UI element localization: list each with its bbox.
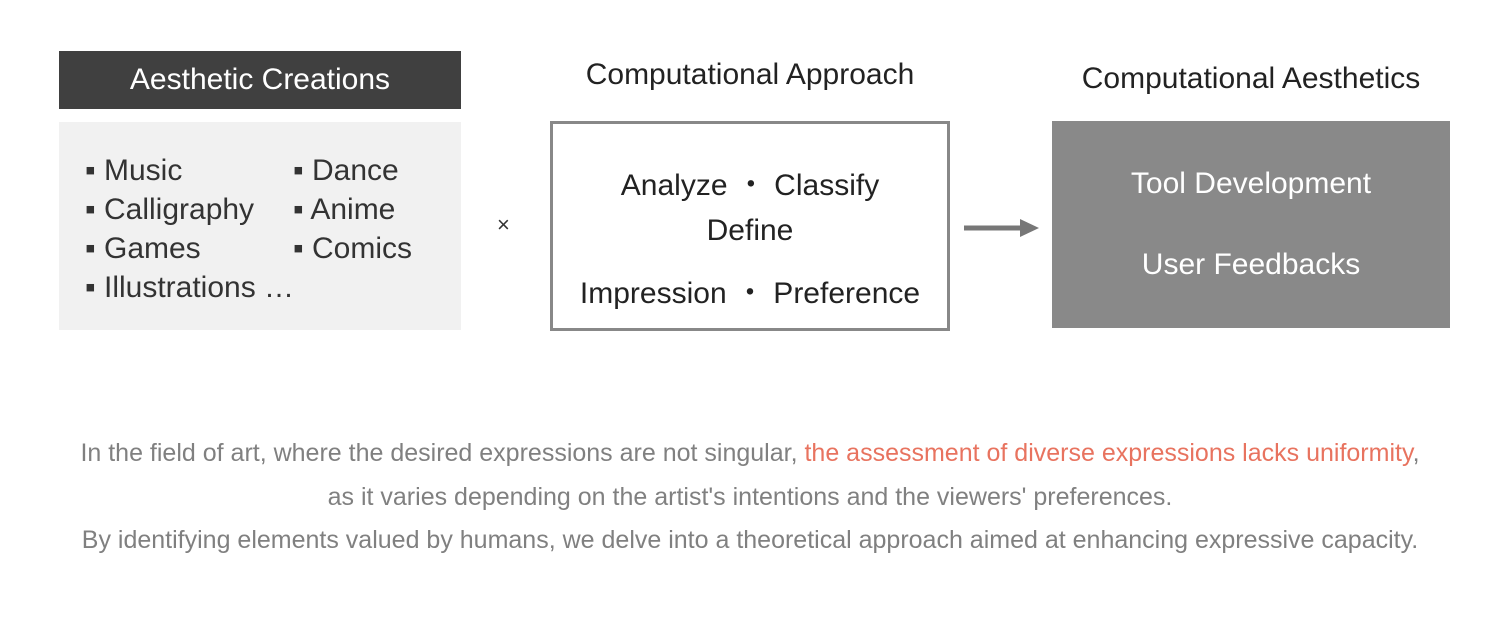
description-line-1: In the field of art, where the desired e… <box>0 432 1500 476</box>
approach-line: Impression ・ Preference <box>579 277 921 310</box>
approach-line: Define <box>706 214 794 247</box>
computational-aesthetics-box: Tool Development User Feedbacks <box>1052 121 1450 328</box>
description: In the field of art, where the desired e… <box>0 432 1500 563</box>
list-item: ▪ Anime <box>293 193 396 226</box>
text: , <box>1412 439 1420 467</box>
list-item: ▪ Music <box>85 154 183 187</box>
aesthetic-creations-box: ▪ Music ▪ Dance ▪ Calligraphy ▪ Anime ▪ … <box>59 122 461 330</box>
list-item: ▪ Dance <box>293 154 399 187</box>
description-line-3: By identifying elements valued by humans… <box>81 526 1419 554</box>
approach-line: Analyze ・ Classify <box>620 169 880 202</box>
arrow-right-icon <box>964 219 1039 237</box>
list-item: ▪ Calligraphy <box>85 193 255 226</box>
times-operator: × <box>497 212 510 237</box>
aesthetics-line: User Feedbacks <box>1141 248 1361 281</box>
computational-approach-box: Analyze ・ Classify Define Impression ・ P… <box>550 121 950 331</box>
list-item: ▪ Games <box>85 232 201 265</box>
highlighted-text: the assessment of diverse expressions la… <box>804 439 1413 467</box>
description-line-2: as it varies depending on the artist's i… <box>327 482 1173 511</box>
list-item: ▪ Illustrations … <box>85 271 295 304</box>
aesthetic-creations-title: Aesthetic Creations <box>59 51 461 109</box>
list-item: ▪ Comics <box>293 232 412 265</box>
text: In the field of art, where the desired e… <box>80 439 805 467</box>
aesthetics-line: Tool Development <box>1130 167 1372 200</box>
computational-aesthetics-title: Computational Aesthetics <box>1081 62 1421 95</box>
computational-approach-title: Computational Approach <box>585 58 915 91</box>
